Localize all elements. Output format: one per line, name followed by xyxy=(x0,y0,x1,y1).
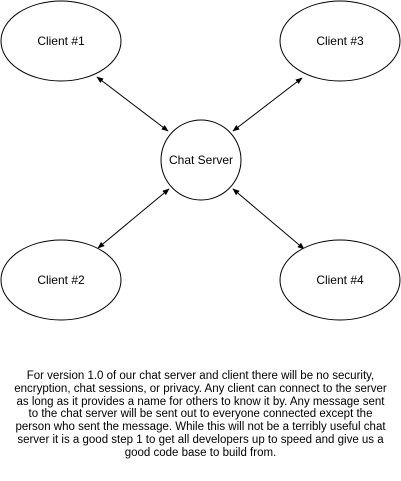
edge-client2-server xyxy=(97,188,170,249)
client1-ellipse xyxy=(0,0,122,82)
server-circle xyxy=(160,119,242,201)
node-client3: Client #3 xyxy=(279,0,401,82)
client1-label: Client #1 xyxy=(37,34,85,48)
client3-ellipse xyxy=(279,0,401,82)
chat-architecture-diagram: Client #1 Client #3 Chat Server Client #… xyxy=(0,0,401,321)
edge-client3-server xyxy=(232,77,303,132)
edge-client1-server xyxy=(96,76,169,132)
edge-client4-server xyxy=(232,188,305,250)
node-server: Chat Server xyxy=(160,119,242,201)
client2-label: Client #2 xyxy=(37,273,85,287)
node-client1: Client #1 xyxy=(0,0,122,82)
client3-label: Client #3 xyxy=(316,34,364,48)
client4-ellipse xyxy=(279,239,401,321)
description-text: For version 1.0 of our chat server and c… xyxy=(14,370,387,459)
client2-ellipse xyxy=(0,239,122,321)
node-client4: Client #4 xyxy=(279,239,401,321)
server-label: Chat Server xyxy=(169,153,233,167)
client4-label: Client #4 xyxy=(316,273,364,287)
node-client2: Client #2 xyxy=(0,239,122,321)
